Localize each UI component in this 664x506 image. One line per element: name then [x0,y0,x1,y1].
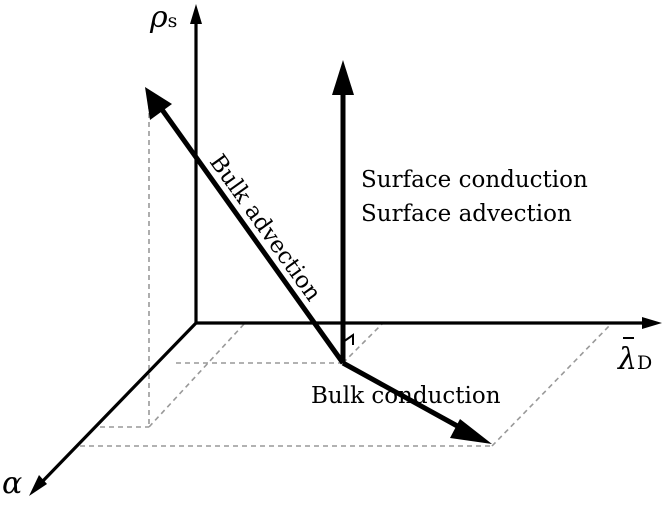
vertical-axis-subscript: s [167,10,178,32]
guide-small-diag [342,322,384,364]
depth-axis-symbol: α [2,466,23,501]
bulk-conduction-vector [341,360,472,436]
dashed-guides [80,95,613,447]
vector-arrowheads [145,60,492,444]
bulk-advection-arrowhead [145,87,172,120]
vertical-axis-label: ρs [150,0,177,35]
bulk-conduction-arrowhead [450,419,492,444]
horizontal-axis-label: λD [618,342,652,377]
horizontal-axis-label-bar [623,337,634,339]
surface-label-line-2: Surface advection [361,201,572,227]
right-angle-marker [342,333,354,345]
horizontal-axis-arrowhead [642,317,662,329]
guide-front-left [148,322,246,428]
axes [38,18,646,486]
guide-right-diag [491,322,613,447]
bulk-advection-vector [155,102,346,365]
axis-arrowheads [29,4,662,496]
horizontal-axis-symbol: λ [618,342,638,377]
vertical-axis-arrowhead [190,4,202,24]
depth-axis-arrowhead [29,475,47,496]
surface-label-line-1: Surface conduction [361,167,588,193]
vertical-axis-symbol: ρ [150,0,168,35]
vectors [155,82,472,436]
depth-axis-label: α [2,466,22,501]
horizontal-axis-subscript: D [637,352,653,374]
bulk-conduction-label: Bulk conduction [311,383,501,409]
depth-axis [38,321,198,486]
surface-arrowhead [332,60,354,95]
